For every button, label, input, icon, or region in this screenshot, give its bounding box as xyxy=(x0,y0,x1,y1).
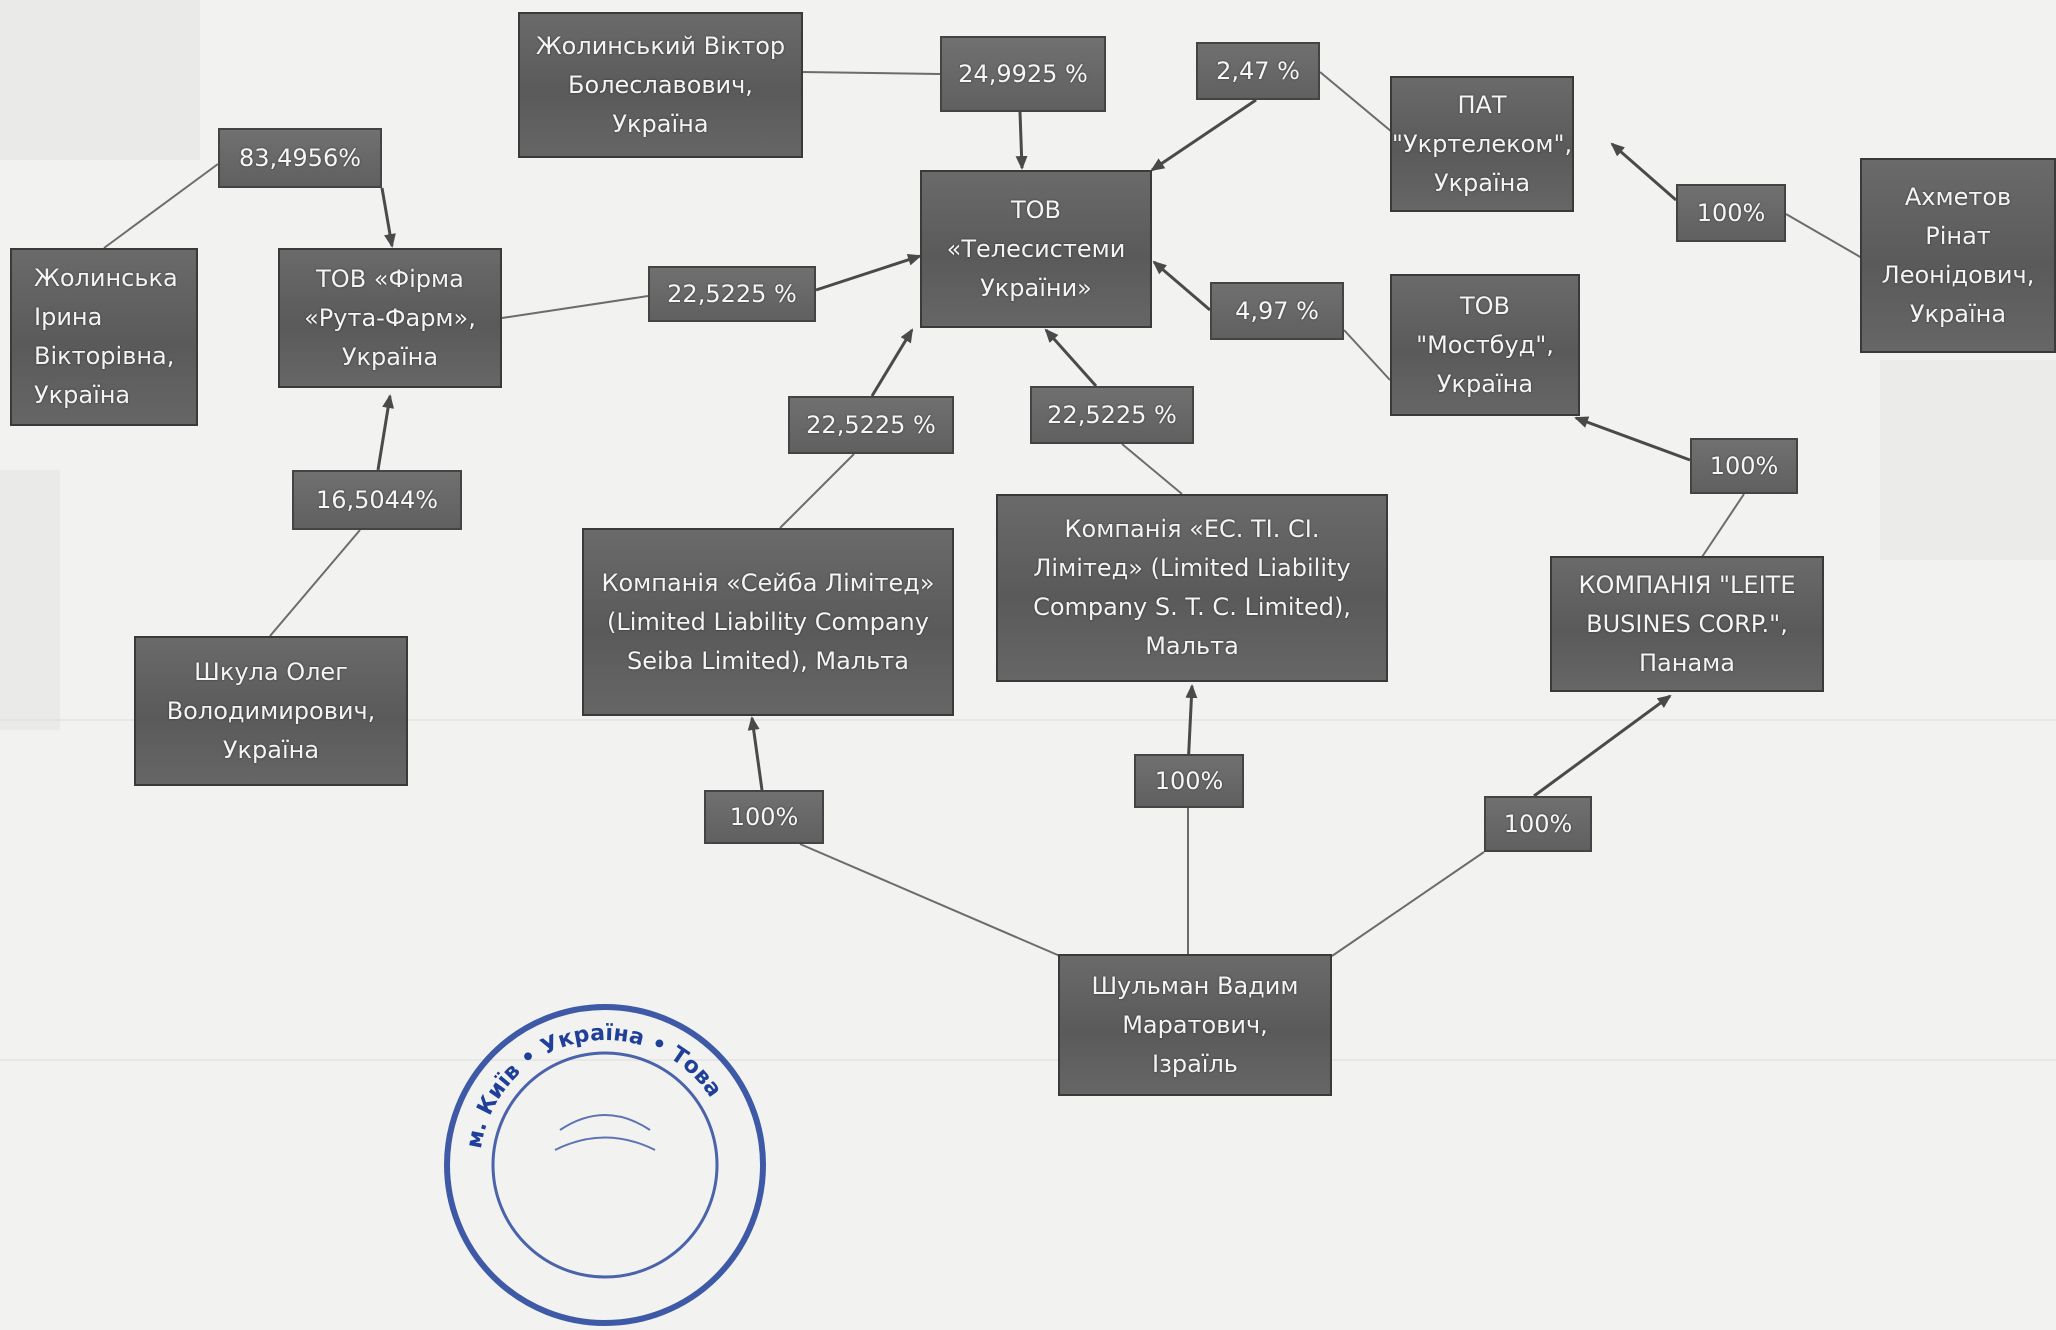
node-stc: Компанія «ЕС. ТІ. СІ. Лімітед» (Limited … xyxy=(996,494,1388,682)
edge-pct-seiba xyxy=(747,716,764,791)
edge-pct-telesystemy-1 xyxy=(1015,111,1028,170)
pct-stc-telesystemy: 22,5225 % xyxy=(1030,386,1194,444)
edge-pct-telesystemy-5 xyxy=(870,328,914,397)
node-ukrtelecom: ПАТ "Укртелеком", Україна xyxy=(1390,76,1574,212)
edge-shulman-pct-leite xyxy=(1331,851,1485,957)
scan-background xyxy=(0,719,2056,1061)
edge-pct-mostbud xyxy=(1574,416,1691,462)
pct-leite-mostbud: 100% xyxy=(1690,438,1798,494)
edge-zholynskyi-pct xyxy=(801,71,941,75)
edge-stc-pct xyxy=(1121,443,1183,495)
connectors xyxy=(103,71,1863,957)
pct-mostbud-telesystemy: 4,97 % xyxy=(1210,282,1344,340)
pct-akhmetov-ukrtelecom: 100% xyxy=(1676,184,1786,242)
node-akhmetov: Ахметов Рінат Леонідович, Україна xyxy=(1860,158,2056,353)
node-zholynskyi: Жолинський Віктор Болеславович, Україна xyxy=(518,12,803,158)
node-shulman: Шульман Вадим Маратович, Ізраїль xyxy=(1058,954,1332,1096)
node-telesystemy: ТОВ «Телесистеми України» xyxy=(920,170,1152,328)
node-seiba: Компанія «Сейба Лімітед» (Limited Liabil… xyxy=(582,528,954,716)
node-ruta-farm: ТОВ «Фірма «Рута-Фарм», Україна xyxy=(278,248,502,388)
edge-pct-telesystemy-6 xyxy=(1044,328,1098,387)
pct-ruta-telesystemy: 22,5225 % xyxy=(648,266,816,322)
edge-ruta-pct xyxy=(501,295,649,319)
pct-ukrtelecom-telesystemy: 2,47 % xyxy=(1196,42,1320,100)
edge-pct-ruta xyxy=(380,187,396,248)
node-shkula: Шкула Олег Володимирович, Україна xyxy=(134,636,408,786)
ownership-diagram: Жолинський Віктор Болеславович, Україна … xyxy=(0,12,2056,1326)
node-leite: КОМПАНІЯ "LEITE BUSINES CORP.", Панама xyxy=(1550,556,1824,692)
official-stamp: м. Київ • Україна • Това xyxy=(444,1004,766,1326)
edge-leite-pct xyxy=(1699,493,1745,561)
pct-shulman-seiba: 100% xyxy=(704,790,824,844)
edge-pct-telesystemy-3 xyxy=(815,254,922,292)
edge-akhmetov-pct xyxy=(1785,213,1863,259)
node-zholynska: Жолинська Ірина Вікторівна, Україна xyxy=(10,248,198,426)
node-mostbud: ТОВ "Мостбуд", Україна xyxy=(1390,274,1580,416)
edge-seiba-pct xyxy=(779,453,855,529)
edge-pct-telesystemy-2 xyxy=(1150,98,1257,172)
edge-zholynska-pct xyxy=(103,163,219,249)
edge-shulman-pct-seiba xyxy=(799,843,1061,957)
edge-pct-ukrtelecom xyxy=(1610,142,1677,202)
pct-seiba-telesystemy: 22,5225 % xyxy=(788,396,954,454)
pct-shulman-leite: 100% xyxy=(1484,796,1592,852)
edge-mostbud-pct xyxy=(1343,329,1391,381)
edge-pct-ruta-2 xyxy=(376,394,395,471)
pct-zholynska-ruta: 83,4956% xyxy=(218,128,382,188)
edge-ukrtelecom-pct xyxy=(1319,71,1393,133)
edge-shkula-pct xyxy=(269,529,361,637)
stamp-text: м. Київ • Україна • Това xyxy=(462,1021,726,1151)
edge-pct-leite xyxy=(1533,694,1672,798)
pct-shkula-ruta: 16,5044% xyxy=(292,470,462,530)
pct-shulman-stc: 100% xyxy=(1134,754,1244,808)
pct-zholynskyi-telesystemy: 24,9925 % xyxy=(940,36,1106,112)
edge-pct-telesystemy-4 xyxy=(1152,260,1211,312)
